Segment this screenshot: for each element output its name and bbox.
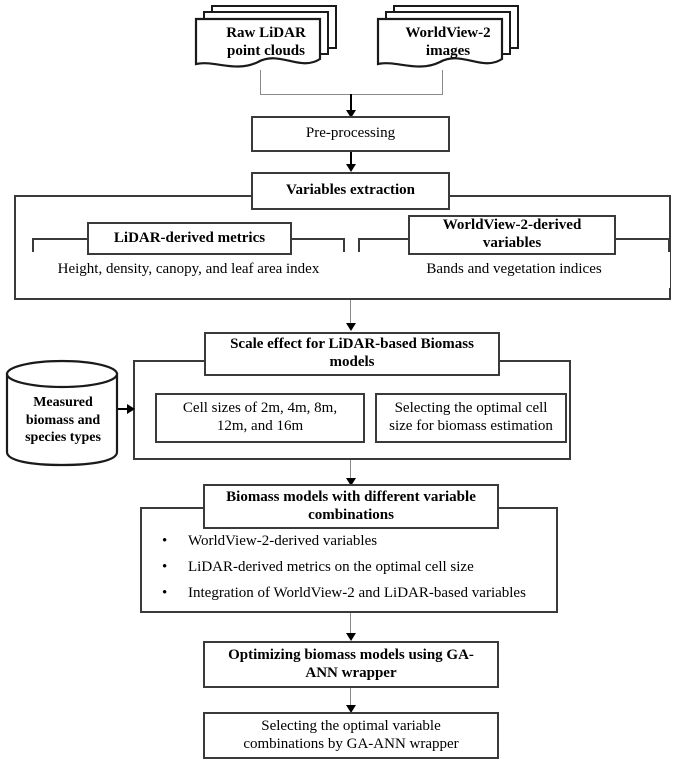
connector-biomass-to-scale [118,408,129,410]
arrow-biomass-to-scale [127,404,135,414]
input-lidar-documents-label: Raw LiDAR point clouds [226,25,306,59]
step-preprocessing: Pre-processing [251,116,450,152]
measured-biomass-label: Measured biomass and species types [25,395,101,445]
list-item-label: Integration of WorldView-2 and LiDAR-bas… [188,585,526,601]
list-item: • Integration of WorldView-2 and LiDAR-b… [162,586,562,601]
arrow-to-preprocessing [346,110,356,118]
bullet-icon: • [162,585,168,601]
step-optimizing-models: Optimizing biomass models using GA- ANN … [203,641,499,688]
step-biomass-models: Biomass models with different variable c… [203,484,499,529]
step-scale-effect: Scale effect for LiDAR-based Biomass mod… [204,332,500,376]
bullet-icon: • [162,559,168,575]
connector-lidar-down [260,70,261,95]
list-item-label: WorldView-2-derived variables [188,533,378,549]
step-variables-extraction: Variables extraction [251,172,450,210]
connector-scale-to-models [350,460,351,482]
lidar-metrics-header: LiDAR-derived metrics [87,222,292,255]
bullet-icon: • [162,533,168,549]
worldview-variables-body: Bands and vegetation indices [358,252,670,288]
arrow-to-optimizing [346,633,356,641]
connector-variables-to-scale [350,300,351,326]
list-item: • WorldView-2-derived variables [162,534,562,549]
connector-optimizing-to-final [350,688,351,709]
arrow-to-variables-extraction [346,164,356,172]
arrow-to-scale-effect [346,323,356,331]
worldview-variables-header: WorldView-2-derived variables [408,215,616,255]
measured-biomass-cylinder: Measured biomass and species types [4,358,122,468]
cell-sizes-box: Cell sizes of 2m, 4m, 8m, 12m, and 16m [155,393,365,443]
variable-combination-list: • WorldView-2-derived variables • LiDAR-… [162,534,562,601]
input-worldview-documents: WorldView-2 images [372,2,524,74]
connector-models-to-optimizing [350,613,351,637]
connector-to-preprocessing [350,94,352,113]
input-worldview-documents-label: WorldView-2 images [405,25,491,59]
optimal-cell-size-box: Selecting the optimal cell size for biom… [375,393,567,443]
lidar-metrics-body: Height, density, canopy, and leaf area i… [32,252,345,288]
step-final-selection: Selecting the optimal variable combinati… [203,712,499,759]
list-item: • LiDAR-derived metrics on the optimal c… [162,560,562,575]
input-lidar-documents: Raw LiDAR point clouds [190,2,342,74]
connector-preprocessing-to-variables [350,152,352,167]
arrow-to-biomass-models [346,478,356,486]
arrow-to-final-step [346,705,356,713]
list-item-label: LiDAR-derived metrics on the optimal cel… [188,559,474,575]
connector-worldview-down [442,70,443,95]
